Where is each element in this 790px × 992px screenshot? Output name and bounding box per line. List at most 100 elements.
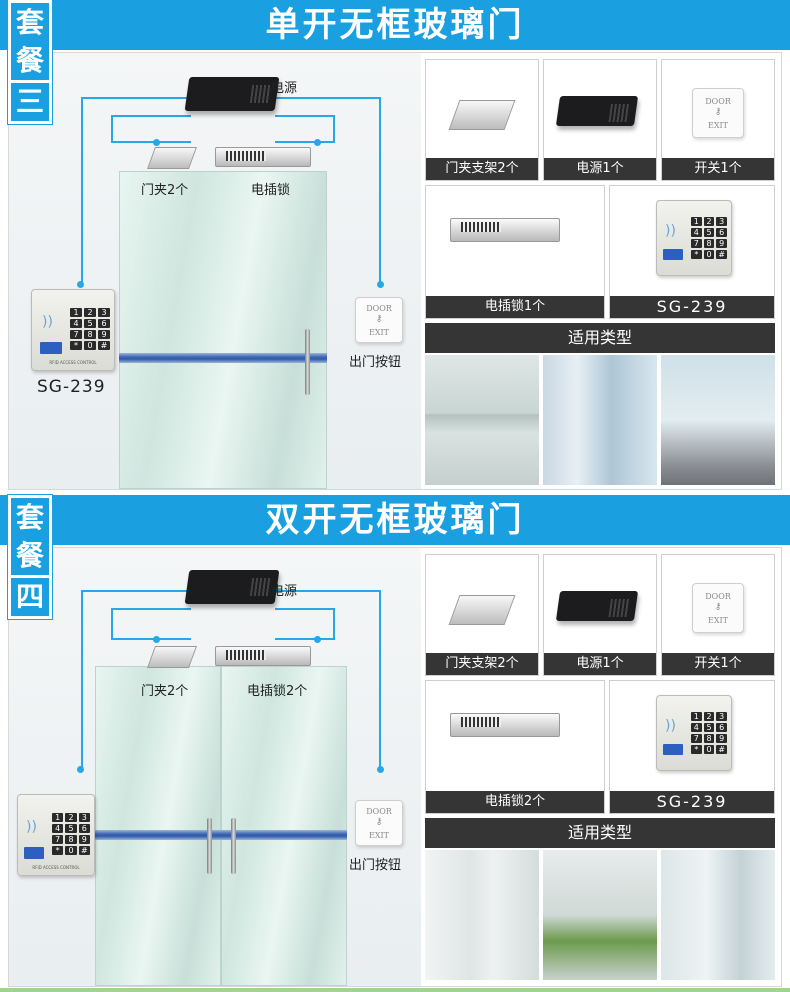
item-door-clamp: 门夹支架2个 <box>425 59 539 181</box>
key: 2 <box>703 712 715 721</box>
key: # <box>716 745 727 754</box>
wire <box>111 608 191 640</box>
key: 9 <box>716 734 727 743</box>
door-clamp-icon <box>146 147 198 169</box>
door-photo <box>425 355 539 485</box>
key: 3 <box>78 813 90 822</box>
key-icon: ⚷ <box>375 817 383 827</box>
wire <box>275 608 335 640</box>
left-glass-door <box>95 666 221 986</box>
single-glass-door <box>119 171 327 489</box>
rfid-icon: )) <box>26 819 37 835</box>
key-icon: ⚷ <box>375 314 383 324</box>
wire <box>275 590 381 770</box>
exit-button-door-text: DOOR <box>705 592 731 601</box>
keypad-screen <box>663 744 683 755</box>
item-caption: 门夹支架2个 <box>426 158 538 180</box>
door-handle <box>231 818 236 874</box>
keypad-brand: RFID ACCESS CONTROL <box>49 360 97 365</box>
door-photo <box>425 850 539 980</box>
keypad-screen <box>40 342 62 354</box>
tag-char: 餐 <box>15 538 44 572</box>
key: 8 <box>84 330 96 339</box>
key: 4 <box>70 319 82 328</box>
tag-char: 餐 <box>15 43 44 77</box>
key: # <box>716 250 727 259</box>
item-switch: DOOR ⚷ EXIT 开关1个 <box>661 59 775 181</box>
wire-joint <box>77 766 84 773</box>
exit-button-icon: DOOR ⚷ EXIT <box>355 297 403 343</box>
door-stripe <box>95 830 347 840</box>
key: 3 <box>98 308 110 317</box>
key: 6 <box>98 319 110 328</box>
clamp-label: 门夹2个 <box>141 183 189 198</box>
electric-bolt-lock-icon <box>450 713 560 737</box>
exit-button-icon: DOOR ⚷ EXIT <box>355 800 403 846</box>
power-supply-icon <box>555 96 639 126</box>
key: 6 <box>716 228 727 237</box>
key: 4 <box>691 228 702 237</box>
electric-bolt-lock-icon <box>450 218 560 242</box>
item-caption: 电源1个 <box>544 653 656 675</box>
wire <box>111 115 191 143</box>
door-photo <box>543 850 657 980</box>
key: 1 <box>691 712 702 721</box>
exit-button-icon: DOOR ⚷ EXIT <box>692 88 744 138</box>
key: 7 <box>52 835 64 844</box>
key: * <box>70 341 82 350</box>
wire-joint <box>377 766 384 773</box>
bottom-rule <box>0 988 790 992</box>
wire <box>81 590 191 770</box>
lock-label: 电插锁2个 <box>247 684 308 699</box>
key: 9 <box>716 239 727 248</box>
applicable-types-heading: 适用类型 <box>425 818 775 848</box>
key: 0 <box>84 341 96 350</box>
electric-lock-icon <box>215 646 311 666</box>
rfid-icon: )) <box>665 223 676 239</box>
door-photo <box>543 355 657 485</box>
exit-label: 出门按钮 <box>349 355 402 370</box>
keypad-model-label: SG-239 <box>37 377 106 397</box>
key: 2 <box>84 308 96 317</box>
key: 5 <box>703 723 715 732</box>
exit-button-door-text: DOOR <box>366 807 392 816</box>
key: 5 <box>84 319 96 328</box>
key: 9 <box>98 330 110 339</box>
item-power: 电源1个 <box>543 59 657 181</box>
item-caption: SG-239 <box>610 791 774 813</box>
wire <box>275 97 381 285</box>
lock-label: 电插锁 <box>251 183 291 198</box>
item-caption: 开关1个 <box>662 158 774 180</box>
exit-button-exit-text: EXIT <box>368 831 390 840</box>
clamp-label: 门夹2个 <box>141 684 189 699</box>
exit-button-door-text: DOOR <box>705 97 731 106</box>
wire-joint <box>153 636 160 643</box>
door-clamp-bracket-icon <box>448 100 516 130</box>
tag-char: 套 <box>15 500 44 534</box>
wire-joint <box>77 281 84 288</box>
item-caption: SG-239 <box>610 296 774 318</box>
power-supply-icon <box>555 591 639 621</box>
tag-char: 四 <box>11 574 49 616</box>
key: 3 <box>716 712 727 721</box>
rfid-icon: )) <box>665 718 676 734</box>
key: * <box>691 250 702 259</box>
key: 0 <box>703 745 715 754</box>
item-caption: 电源1个 <box>544 158 656 180</box>
package-three: 单开无框玻璃门 套 餐 三 电源 门夹2个 电插锁 <box>0 0 790 492</box>
package-title: 单开无框玻璃门 <box>0 0 790 50</box>
door-handle <box>207 818 212 874</box>
door-photo <box>661 850 775 980</box>
item-switch: DOOR ⚷ EXIT 开关1个 <box>661 554 775 676</box>
key-icon: ⚷ <box>714 602 722 612</box>
